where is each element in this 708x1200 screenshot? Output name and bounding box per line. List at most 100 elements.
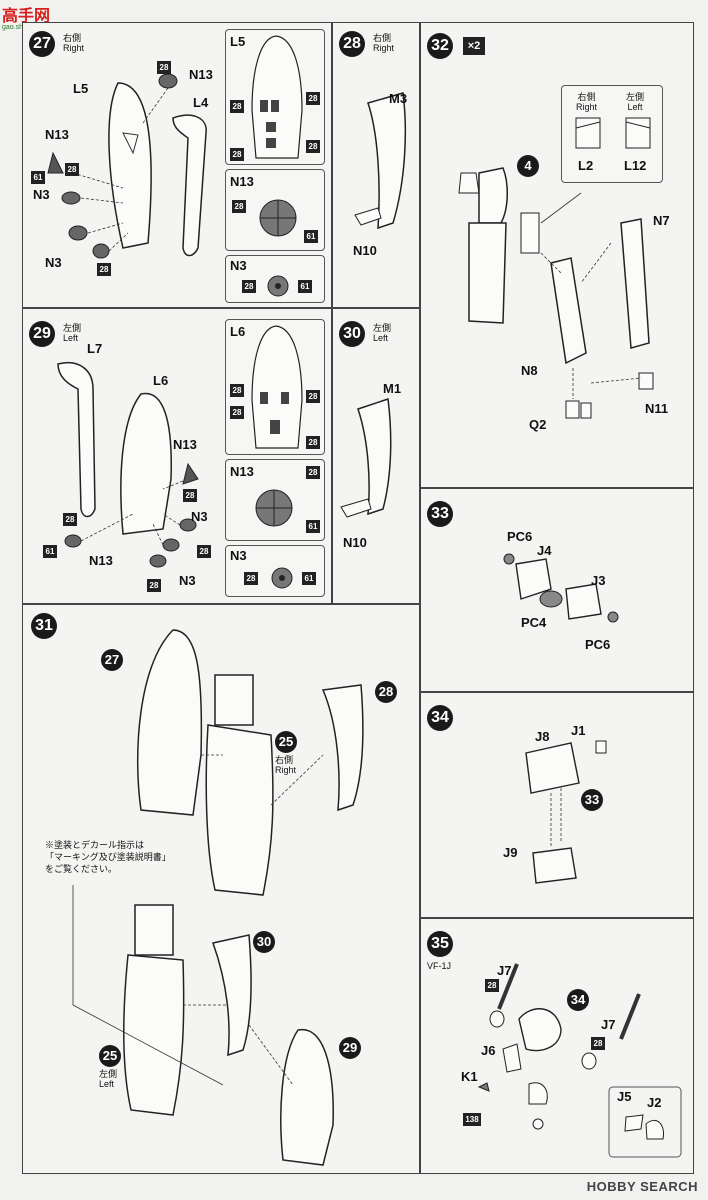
step-35-label-j7-left: J7 <box>497 963 512 978</box>
inset-code: 28 <box>306 92 320 105</box>
step-29-label-l7: L7 <box>87 341 103 356</box>
inset-code: 28 <box>306 140 320 153</box>
step-35-variant: VF-1J <box>427 961 452 971</box>
step-32-label-q2: Q2 <box>529 417 547 432</box>
inset-code: 28 <box>306 390 320 403</box>
inset-code: 28 <box>244 572 258 585</box>
inset-code: 28 <box>230 384 244 397</box>
step-28-label-m3: M3 <box>389 91 408 106</box>
step-31-number: 31 <box>31 613 57 639</box>
step-34-label-j1: J1 <box>571 723 586 738</box>
step-35-code-3: 138 <box>463 1113 481 1126</box>
step-29-inset-a: L6 28 28 28 28 <box>225 319 325 455</box>
inset-code: 61 <box>302 572 316 585</box>
step-27-label-n3-a: N3 <box>33 187 50 202</box>
inset-code: 61 <box>298 280 312 293</box>
step-33-number: 33 <box>427 501 453 527</box>
step-33-label-pc6-top: PC6 <box>507 529 533 544</box>
step-30-label-m1: M1 <box>383 381 402 396</box>
step-35-label-j2: J2 <box>647 1095 662 1110</box>
step-29-code-4: 28 <box>197 545 211 558</box>
inset-title: L5 <box>230 34 246 49</box>
step-35-label-j5: J5 <box>617 1089 632 1104</box>
step-29-inset-c: N3 28 61 <box>225 545 325 597</box>
step-33-label-pc4: PC4 <box>521 615 547 630</box>
inset-title: N13 <box>230 174 254 189</box>
step-34-label-j8: J8 <box>535 729 550 744</box>
step-35-number: 35 <box>427 931 453 957</box>
step-34-label-j9: J9 <box>503 845 518 860</box>
step-31-ref-29: 29 <box>339 1037 361 1059</box>
inset-code: 28 <box>230 100 244 113</box>
inset-title: L6 <box>230 324 246 339</box>
step-34-panel: 34 J8 J1 33 J9 <box>420 692 694 918</box>
step-27-number: 27 <box>29 31 55 57</box>
step-32-label-n11: N11 <box>645 401 669 416</box>
step-35-label-j7-right: J7 <box>601 1017 616 1032</box>
step-27-label-n13-top: N13 <box>189 67 213 82</box>
step-27-code-4: 28 <box>97 263 111 276</box>
step-29-code-1: 28 <box>183 489 197 502</box>
step-33-panel: 33 PC6 J4 J3 PC4 PC6 <box>420 488 694 692</box>
step-29-label-n3-a: N3 <box>191 509 208 524</box>
step-27-label-n3-b: N3 <box>45 255 62 270</box>
step-35-panel: 35 VF-1J J7 28 34 J7 28 J6 K1 138 J5 J2 <box>420 918 694 1174</box>
step-32-label-n7: N7 <box>653 213 670 228</box>
step-35-code-2: 28 <box>591 1037 605 1050</box>
step-31-ref-30: 30 <box>253 931 275 953</box>
step-35-label-k1: K1 <box>461 1069 478 1084</box>
step-27-code-3: 61 <box>31 171 45 184</box>
step-27-code-1: 28 <box>157 61 171 74</box>
step-27-code-2: 28 <box>65 163 79 176</box>
step-29-code-2: 28 <box>63 513 77 526</box>
step-31-ref-25-left: 25 <box>99 1045 121 1067</box>
step-29-number: 29 <box>29 321 55 347</box>
step-30-number: 30 <box>339 321 365 347</box>
step-34-drawing <box>525 740 607 884</box>
step-27-drawing <box>47 73 207 259</box>
step-28-number: 28 <box>339 31 365 57</box>
step-32-ref-4: 4 <box>517 155 539 177</box>
step-33-drawing <box>503 553 619 623</box>
inset-code: 61 <box>304 230 318 243</box>
hobby-search-watermark: HOBBY SEARCH <box>586 1179 698 1194</box>
step-29-label-l6: L6 <box>153 373 169 388</box>
step-27-inset-c: N3 28 61 <box>225 255 325 303</box>
step-31-ref-25-right: 25 <box>275 731 297 753</box>
step-27-label-l5: L5 <box>73 81 89 96</box>
step-28-label-n10: N10 <box>353 243 377 258</box>
step-28-drawing <box>354 92 407 230</box>
step-29-label-n13-right: N13 <box>173 437 197 452</box>
step-29-code-5: 28 <box>147 579 161 592</box>
inset-code: 28 <box>230 148 244 161</box>
step-34-ref-33: 33 <box>581 789 603 811</box>
inset-code: 28 <box>230 406 244 419</box>
inset-code: 28 <box>232 200 246 213</box>
inset-code: 61 <box>306 520 320 533</box>
inset-title: N3 <box>230 548 247 563</box>
step-29-code-3: 61 <box>43 545 57 558</box>
step-30-drawing <box>340 397 392 518</box>
inset-code: 28 <box>306 436 320 449</box>
step-35-label-j6: J6 <box>481 1043 496 1058</box>
step-33-label-j4: J4 <box>537 543 552 558</box>
step-32-drawing <box>458 167 654 419</box>
step-29-label-n3-b: N3 <box>179 573 196 588</box>
step-35-drawing <box>477 963 682 1158</box>
step-32-multiplier: ×2 <box>463 37 485 55</box>
step-31-ref-28: 28 <box>375 681 397 703</box>
step-31-ref-27: 27 <box>101 649 123 671</box>
inset-title: N3 <box>230 258 247 273</box>
step-29-inset-b: N13 28 61 <box>225 459 325 541</box>
choice-part-right: L2 <box>578 158 594 173</box>
